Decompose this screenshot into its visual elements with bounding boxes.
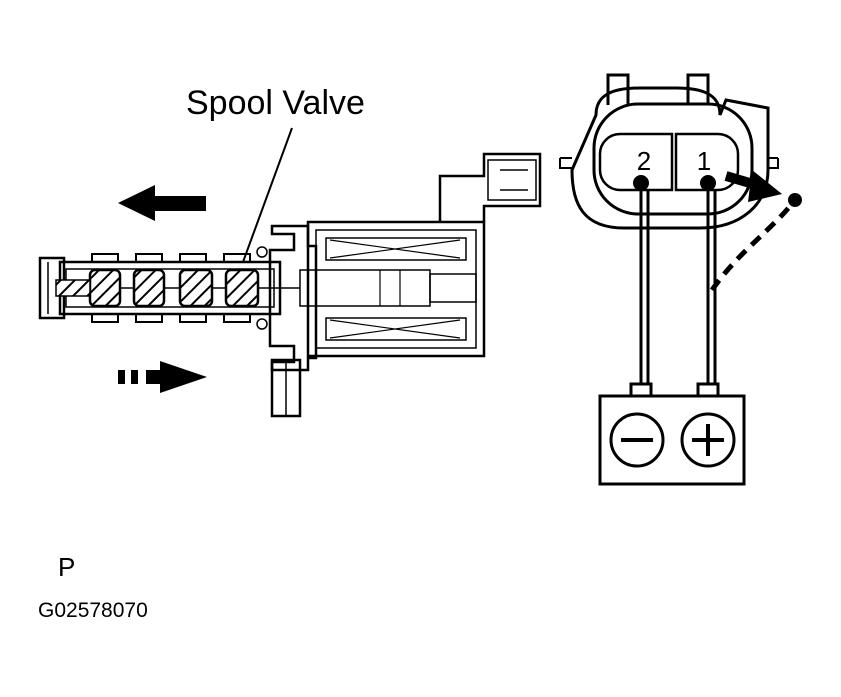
terminal-2-label: 2 (637, 146, 651, 176)
spool-valve-label: Spool Valve (186, 84, 365, 122)
connector (559, 73, 779, 230)
dashed-lead-alternate (709, 198, 797, 292)
figure-id-label: G02578070 (38, 599, 148, 622)
battery (598, 382, 746, 486)
oil-control-valve (38, 152, 542, 418)
spool-valve-leader-line (242, 127, 293, 263)
diagram-code-label: P (58, 552, 76, 582)
flow-arrow-left-icon (118, 185, 206, 221)
spool-valve (55, 268, 260, 308)
dashed-lead-end-contact (788, 193, 802, 207)
battery-positive-icon (692, 424, 724, 456)
terminal-1-label: 1 (697, 146, 711, 176)
flow-arrow-right-dashed-icon (118, 361, 207, 393)
lead-move-arrow-icon (724, 170, 782, 202)
